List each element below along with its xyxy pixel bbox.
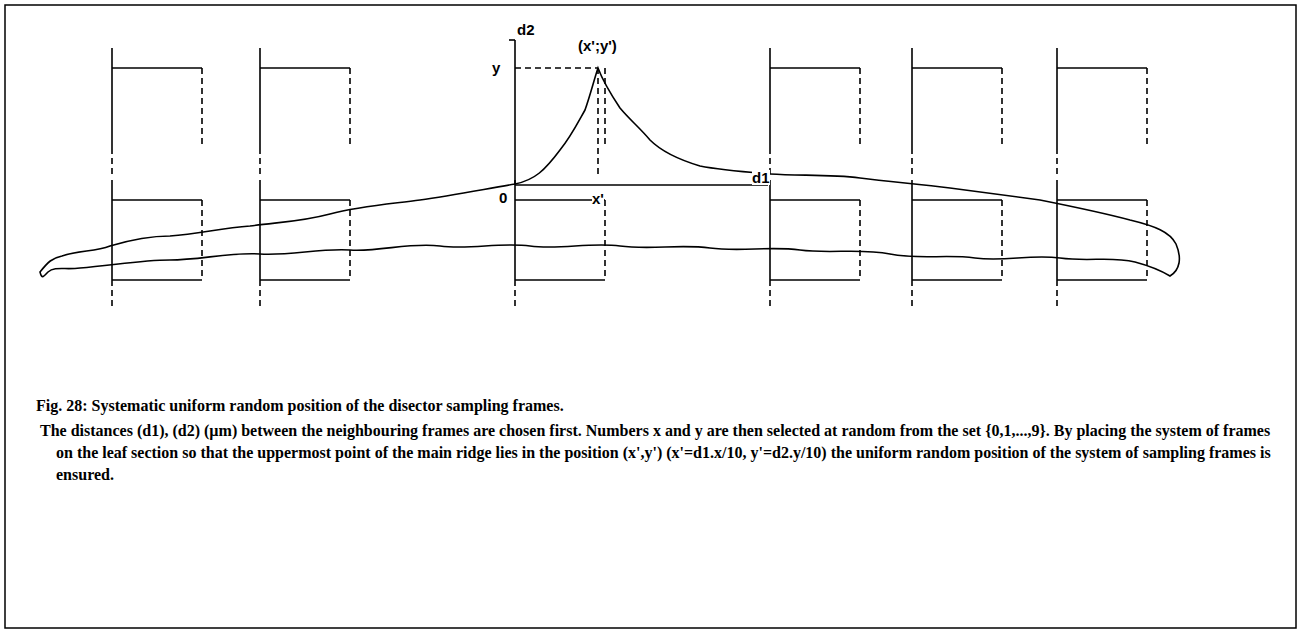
axis-label: d2: [517, 22, 535, 37]
axis-label: y: [492, 60, 500, 75]
sampling-frames: [112, 48, 1147, 308]
axis-label: d1: [752, 170, 770, 185]
axis-label: x': [592, 191, 604, 206]
figure-border: [5, 5, 1296, 628]
origin-label: 0: [499, 190, 507, 205]
caption-note: The distances (d1), (d2) (µm) between th…: [40, 420, 1271, 486]
point-label: (x';y'): [578, 38, 617, 53]
leaf-section-outline: [40, 68, 1179, 277]
figure-caption: Fig. 28: Systematic uniform random posit…: [36, 397, 564, 415]
coordinate-axes: [509, 40, 768, 185]
